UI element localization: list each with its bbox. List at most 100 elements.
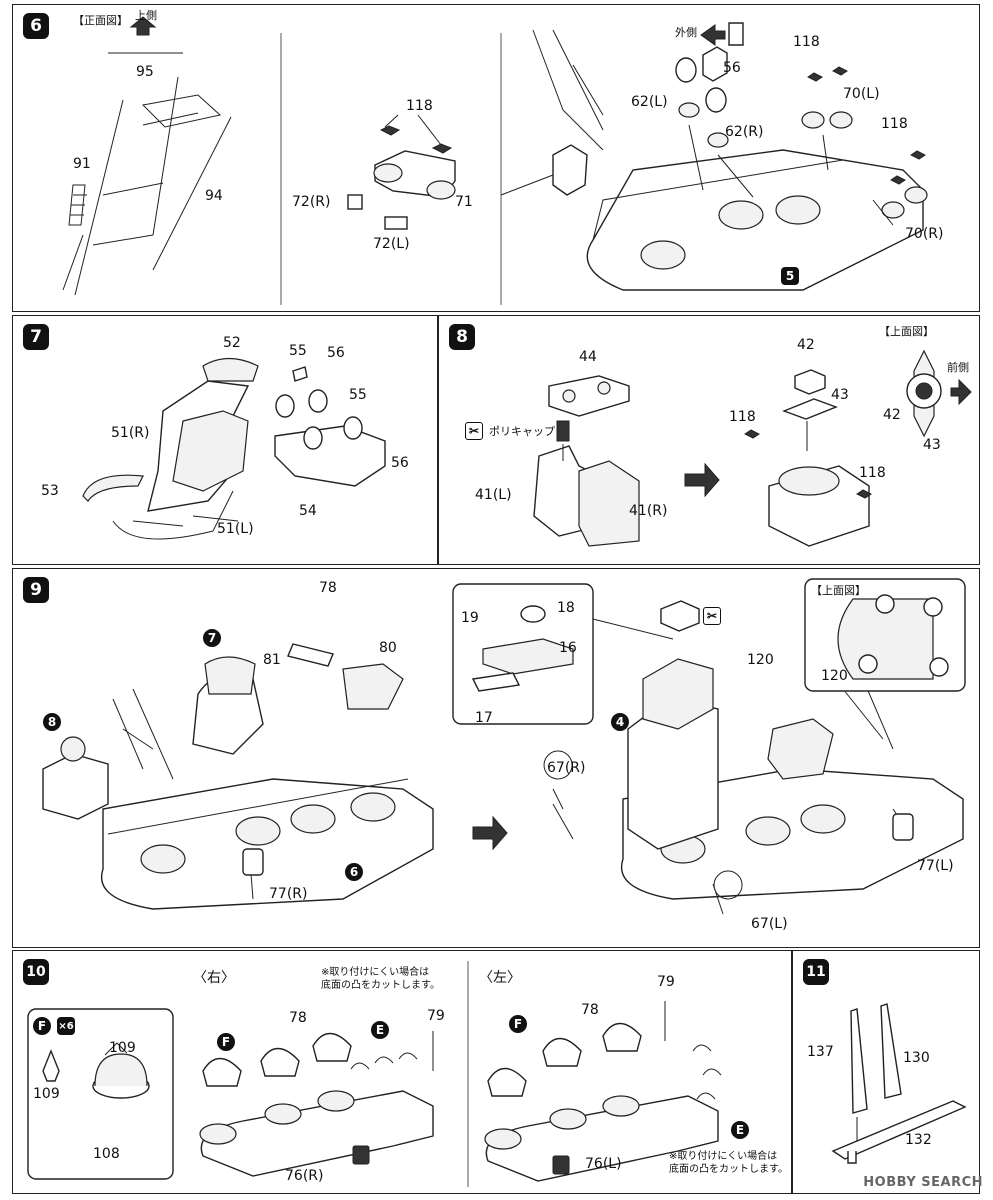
step-10-panel: 10 F ×6 109 109 108 〈右〉 ※取り付けにくい場合は 底面の凸… xyxy=(12,950,792,1194)
part-81: 81 xyxy=(263,652,281,668)
front-view-label: 【正面図】 xyxy=(73,14,128,27)
part-55b: 55 xyxy=(349,387,367,403)
step-11-panel: 11 137 130 132 xyxy=(792,950,980,1194)
cutter-icon: ✂ xyxy=(703,607,721,625)
part-95: 95 xyxy=(136,64,154,80)
part-44: 44 xyxy=(579,349,597,365)
ref-step-6: 6 xyxy=(345,863,363,881)
step-number: 11 xyxy=(803,959,829,985)
step-8-illustration xyxy=(533,349,972,547)
part-55a: 55 xyxy=(289,343,307,359)
part-56a: 56 xyxy=(327,345,345,361)
part-76l: 76(L) xyxy=(585,1156,622,1172)
runner-f-badge: F xyxy=(33,1017,51,1035)
part-70l: 70(L) xyxy=(843,86,880,102)
step-7-illustration xyxy=(82,357,386,540)
part-109a: 109 xyxy=(109,1040,136,1056)
part-118b: 118 xyxy=(793,34,820,50)
up-side-label: 上側 xyxy=(135,9,157,22)
multiplier-badge: ×6 xyxy=(57,1017,75,1035)
part-130: 130 xyxy=(903,1050,930,1066)
cutter-icon: ✂ xyxy=(465,422,483,440)
runner-f-badge: F xyxy=(217,1033,235,1051)
part-72l: 72(L) xyxy=(373,236,410,252)
step-number: 8 xyxy=(449,324,475,350)
part-51r: 51(R) xyxy=(111,425,150,441)
left-cut-note: ※取り付けにくい場合は 底面の凸をカットします。 xyxy=(669,1151,788,1176)
part-120a: 120 xyxy=(747,652,774,668)
part-53: 53 xyxy=(41,483,59,499)
runner-e-badge: E xyxy=(371,1021,389,1039)
part-62l: 62(L) xyxy=(631,94,668,110)
part-17: 17 xyxy=(475,710,493,726)
part-118b: 118 xyxy=(859,465,886,481)
ref-step-4: 4 xyxy=(611,713,629,731)
part-78b: 78 xyxy=(581,1002,599,1018)
part-43: 43 xyxy=(831,387,849,403)
step-10-illustration xyxy=(27,961,722,1187)
step-11-illustration xyxy=(831,1003,967,1164)
step-6-illustration xyxy=(62,16,928,305)
part-137: 137 xyxy=(807,1044,834,1060)
part-78: 78 xyxy=(319,580,337,596)
part-62r: 62(R) xyxy=(725,124,764,140)
part-80: 80 xyxy=(379,640,397,656)
outer-side-label: 外側 xyxy=(675,26,697,39)
part-41l: 41(L) xyxy=(475,487,512,503)
part-72r: 72(R) xyxy=(292,194,331,210)
part-118c: 118 xyxy=(881,116,908,132)
step-number: 7 xyxy=(23,324,49,350)
part-19: 19 xyxy=(461,610,479,626)
part-77l: 77(L) xyxy=(917,858,954,874)
part-18: 18 xyxy=(557,600,575,616)
left-side-label: 〈左〉 xyxy=(479,970,521,986)
runner-f-badge: F xyxy=(509,1015,527,1033)
part-56b: 56 xyxy=(391,455,409,471)
part-42: 42 xyxy=(797,337,815,353)
step-number: 6 xyxy=(23,13,49,39)
step-9-panel: 9 78 81 80 7 8 6 77(R) 19 18 16 17 ✂ 120… xyxy=(12,568,980,948)
polycap-label: ポリキャップ xyxy=(489,425,555,438)
part-67r: 67(R) xyxy=(547,760,586,776)
part-78a: 78 xyxy=(289,1010,307,1026)
part-132: 132 xyxy=(905,1132,932,1148)
part-52: 52 xyxy=(223,335,241,351)
part-108: 108 xyxy=(93,1146,120,1162)
part-118a: 118 xyxy=(729,409,756,425)
step-6-panel: 6 【正面図】 上側 95 91 94 118 72(R) 71 72(L) 外… xyxy=(12,4,980,312)
top-view-label: 【上面図】 xyxy=(811,584,866,597)
front-side-label: 前側 xyxy=(947,361,969,374)
part-70r: 70(R) xyxy=(905,226,944,242)
part-54: 54 xyxy=(299,503,317,519)
ref-step-7: 7 xyxy=(203,629,221,647)
part-91: 91 xyxy=(73,156,91,172)
part-76r: 76(R) xyxy=(285,1168,324,1184)
part-41r: 41(R) xyxy=(629,503,668,519)
part-56: 56 xyxy=(723,60,741,76)
part-109b: 109 xyxy=(33,1086,60,1102)
part-79b: 79 xyxy=(657,974,675,990)
right-cut-note-text: ※取り付けにくい場合は 底面の凸をカットします。 xyxy=(321,967,440,991)
part-51l: 51(L) xyxy=(217,521,254,537)
ref-step-5: 5 xyxy=(781,267,799,285)
right-cut-note: ※取り付けにくい場合は 底面の凸をカットします。 xyxy=(321,967,440,992)
step-7-panel: 7 52 55 56 51(R) 55 56 53 54 51(L) xyxy=(12,315,438,565)
ref-step-8: 8 xyxy=(43,713,61,731)
step-number: 9 xyxy=(23,577,49,603)
right-side-label: 〈右〉 xyxy=(193,970,235,986)
part-42b: 42 xyxy=(883,407,901,423)
watermark: HOBBY SEARCH xyxy=(863,1175,983,1190)
top-view-label: 【上面図】 xyxy=(879,325,934,338)
runner-e-badge: E xyxy=(731,1121,749,1139)
step-9-illustration xyxy=(42,578,966,915)
step-number: 10 xyxy=(23,959,49,985)
part-120b: 120 xyxy=(821,668,848,684)
part-118: 118 xyxy=(406,98,433,114)
part-67l: 67(L) xyxy=(751,916,788,932)
part-43b: 43 xyxy=(923,437,941,453)
part-71: 71 xyxy=(455,194,473,210)
part-77r: 77(R) xyxy=(269,886,308,902)
left-cut-note-text: ※取り付けにくい場合は 底面の凸をカットします。 xyxy=(669,1151,788,1175)
part-79a: 79 xyxy=(427,1008,445,1024)
part-94: 94 xyxy=(205,188,223,204)
